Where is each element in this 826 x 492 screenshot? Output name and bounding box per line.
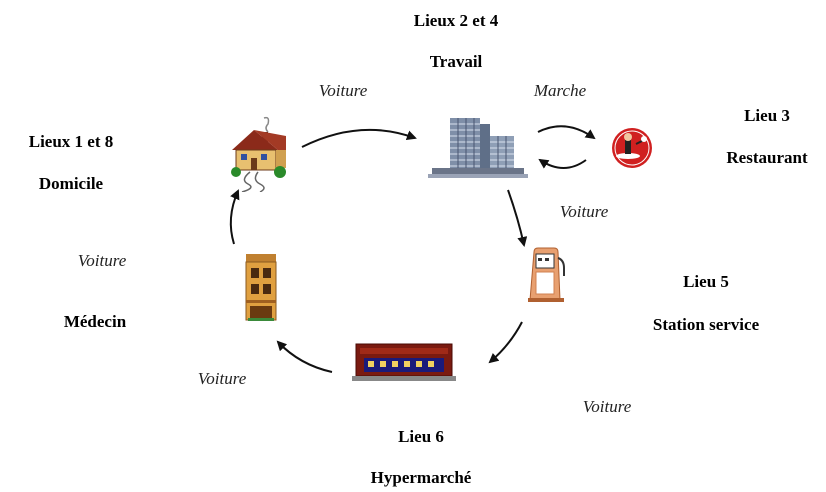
office-building-icon [428, 118, 528, 178]
station-place-number: Lieu 5 [683, 272, 729, 291]
mode-station-to-hypermarche: Voiture [582, 397, 632, 416]
mode-travail-to-restaurant: Marche [533, 81, 587, 100]
arrow-travail-to-station [507, 189, 528, 247]
arrow-medecin-to-domicile [229, 189, 240, 245]
mode-medecin-to-domicile: Voiture [77, 251, 127, 270]
townhouse-icon [245, 254, 277, 321]
travail-place-number: Lieux 2 et 4 [413, 11, 499, 30]
restaurant-icon [612, 128, 652, 168]
station-place-name: Station service [652, 315, 760, 334]
domicile-place-name: Domicile [38, 174, 104, 193]
arrow-travail-to-restaurant [537, 125, 596, 140]
medecin-place-name: Médecin [63, 312, 127, 331]
restaurant-place-name: Restaurant [726, 148, 808, 167]
mode-hypermarche-to-medecin: Voiture [197, 369, 247, 388]
domicile-place-number: Lieux 1 et 8 [28, 132, 114, 151]
gas-pump-icon [528, 247, 565, 302]
hypermarche-place-name: Hypermarché [370, 468, 472, 487]
arrow-restaurant-to-travail [538, 158, 587, 169]
arrow-station-to-hypermarche [488, 321, 523, 364]
travail-place-name: Travail [429, 52, 483, 71]
restaurant-place-number: Lieu 3 [744, 106, 790, 125]
arrow-hypermarche-to-medecin [276, 340, 333, 373]
mode-travail-to-station: Voiture [559, 202, 609, 221]
house-icon [231, 116, 286, 192]
arrow-domicile-to-travail [301, 128, 417, 148]
mode-domicile-to-travail: Voiture [318, 81, 368, 100]
supermarket-icon [352, 343, 456, 381]
hypermarche-place-number: Lieu 6 [398, 427, 444, 446]
